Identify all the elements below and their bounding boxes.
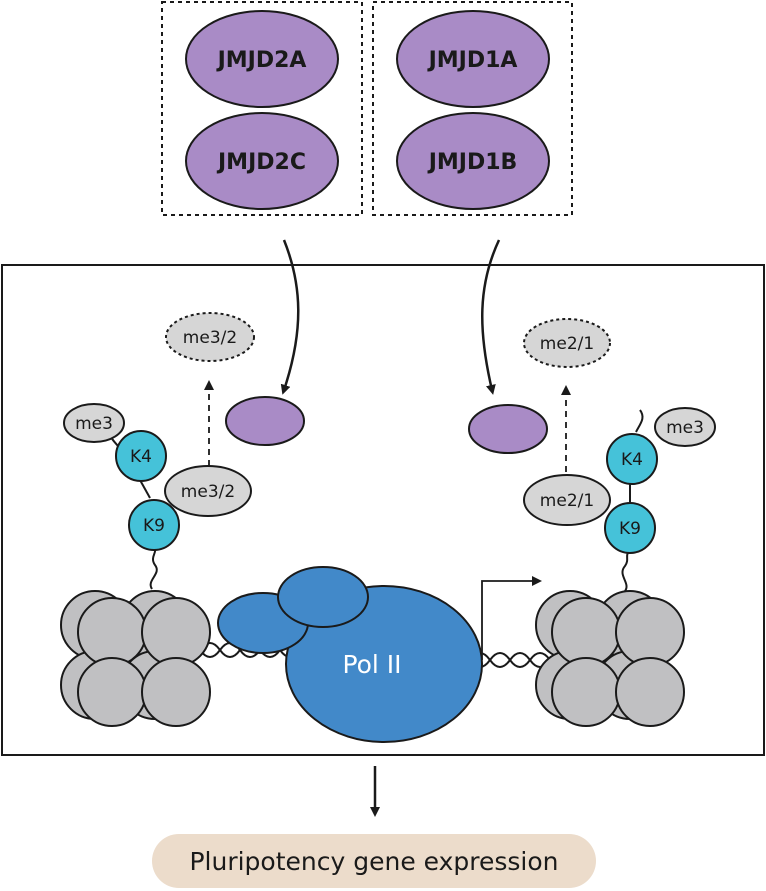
jmjd2a-label: JMJD2A	[216, 48, 307, 73]
left-released-mark	[165, 312, 255, 362]
left-nucleosome	[60, 590, 211, 727]
right-enzyme-box	[372, 1, 573, 216]
right-k4-me3-label: me3	[666, 418, 704, 438]
right-k9-mark	[523, 474, 611, 526]
pol-ii-complex: Pol II	[217, 566, 483, 743]
left-recruit-arrow	[280, 239, 300, 395]
left-k9-label: K9	[143, 516, 165, 536]
jmjd1b-label: JMJD1B	[427, 150, 518, 175]
left-nucleosome-disc	[77, 597, 147, 667]
right-k4-residue	[606, 433, 658, 485]
left-k4-me3-label: me3	[75, 414, 113, 434]
chromatin-frame	[1, 264, 765, 756]
left-tail-line-lower	[149, 549, 158, 590]
right-k9-mark-label: me2/1	[540, 491, 594, 511]
output-pill	[152, 834, 596, 888]
pol-ii-subunit-top	[277, 566, 369, 628]
left-nucleosome-disc	[141, 597, 211, 667]
left-k9-mark	[164, 465, 252, 517]
left-tail-line-middle	[139, 479, 151, 499]
jmjd1b-enzyme	[396, 112, 550, 210]
tss-arrowhead	[532, 576, 542, 586]
left-k9-residue	[128, 499, 180, 551]
right-k9-residue	[604, 502, 656, 554]
right-k4-label: K4	[621, 450, 643, 470]
right-nucleosome-disc	[551, 597, 621, 667]
right-nucleosome	[535, 590, 685, 727]
right-tail-line-lower	[621, 550, 631, 592]
right-demethylase	[468, 404, 548, 454]
dna-left-strand-b	[199, 642, 301, 658]
right-nucleosome-disc	[551, 657, 621, 727]
left-k4-me3-mark	[63, 403, 125, 443]
jmjd2c-enzyme	[185, 112, 339, 210]
left-k4-residue	[115, 430, 167, 482]
right-released-mark	[523, 318, 611, 368]
right-enzyme-group: JMJD1A JMJD1B	[372, 1, 573, 216]
right-nucleosome-disc	[615, 597, 685, 667]
left-k4-label: K4	[130, 447, 152, 467]
left-k9-mark-label: me3/2	[181, 482, 235, 502]
jmjd1a-label: JMJD1A	[427, 48, 518, 73]
left-demethylase	[225, 396, 305, 446]
right-nucleosome-disc	[615, 657, 685, 727]
pol-ii-label: Pol II	[342, 650, 401, 679]
right-k4-me3-mark	[654, 407, 716, 447]
dna-right-strand-b	[469, 652, 551, 668]
jmjd2a-enzyme	[185, 10, 339, 108]
right-k9-label: K9	[619, 519, 641, 539]
left-released-mark-label: me3/2	[183, 328, 237, 348]
dna-right	[469, 652, 551, 668]
tss-line	[481, 580, 538, 660]
right-recruit-arrow	[481, 239, 501, 395]
jmjd2c-label: JMJD2C	[216, 150, 306, 175]
right-tail-line-upper	[635, 409, 644, 433]
right-released-mark-label: me2/1	[540, 334, 594, 354]
left-enzyme-box	[161, 1, 363, 216]
left-histone-tail: me3 K4 me3/2 K9	[63, 403, 252, 590]
jmjd1a-enzyme	[396, 10, 550, 108]
right-histone-tail: me3 K4 me2/1 K9	[523, 407, 716, 592]
output-label: Pluripotency gene expression	[189, 847, 558, 876]
left-nucleosome-disc	[77, 657, 147, 727]
left-nucleosome-disc	[141, 657, 211, 727]
left-enzyme-group: JMJD2A JMJD2C	[161, 1, 363, 216]
